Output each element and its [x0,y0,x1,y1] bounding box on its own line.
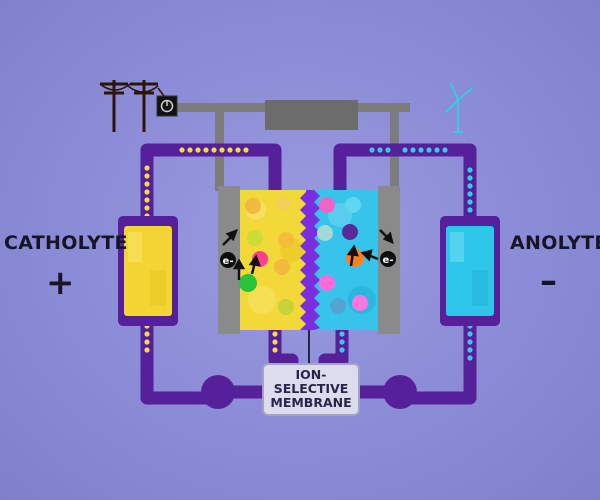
power-switch-icon [156,95,178,117]
plus-sign: + [46,263,75,303]
electron-right: e- [380,251,396,267]
wind-turbine-icon [445,83,473,133]
svg-text:e-: e- [383,255,394,266]
electron-left: e- [220,252,236,268]
anolyte-ions [317,197,368,314]
anolyte-label: ANOLYTE [510,232,600,254]
membrane-label-line1: ION- [295,367,327,382]
anolyte-tank [440,216,500,326]
membrane-label-line3: MEMBRANE [270,395,352,410]
membrane-label-line2: SELECTIVE [273,381,349,396]
membrane-label: ION- SELECTIVE MEMBRANE [262,363,360,416]
catholyte-tank [118,216,178,326]
anolyte-flow-dots [339,147,473,361]
catholyte-label: CATHOLYTE [4,232,128,254]
minus-sign: – [540,261,557,301]
svg-text:e-: e- [223,256,234,267]
electron-flow-arrows [222,228,394,280]
